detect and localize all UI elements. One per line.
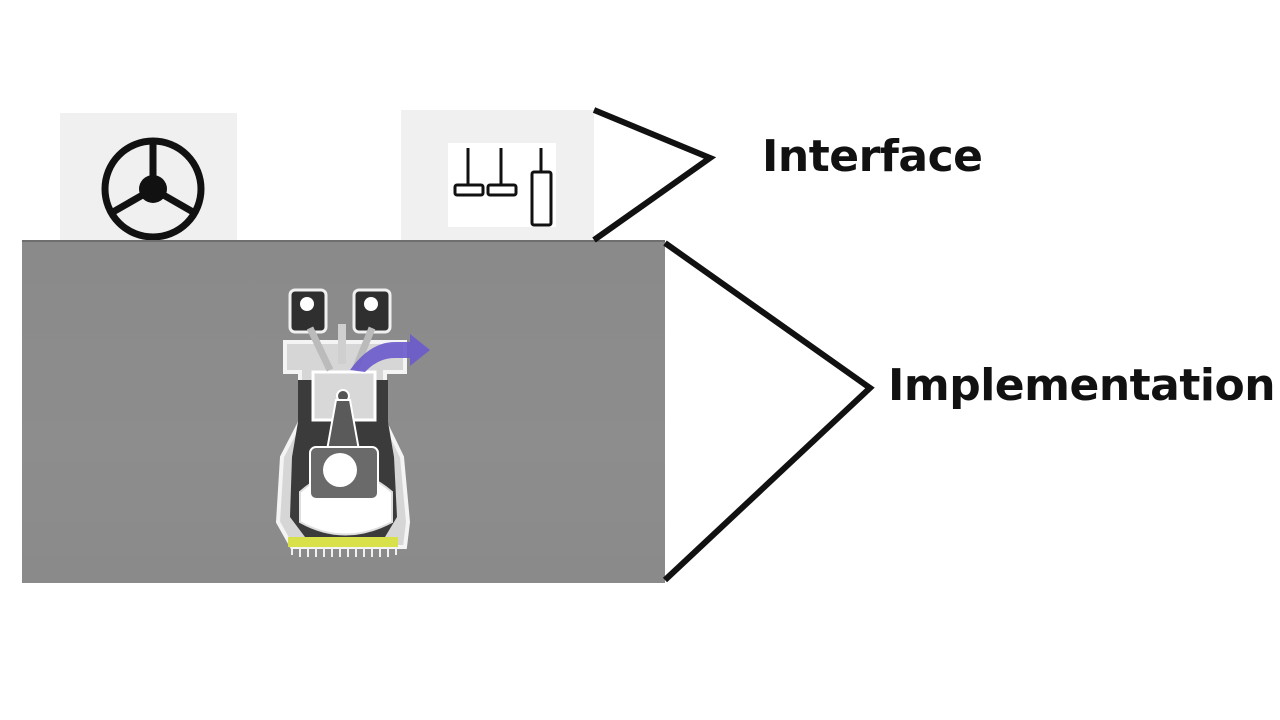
steering-wheel-card bbox=[60, 113, 237, 241]
pedals-card bbox=[401, 110, 594, 240]
steering-wheel-icon bbox=[101, 137, 205, 241]
implementation-label: Implementation bbox=[888, 360, 1276, 411]
interface-bracket bbox=[592, 107, 717, 243]
engine-cutaway-icon bbox=[275, 288, 430, 557]
car-pedals-icon bbox=[448, 143, 556, 227]
interface-label: Interface bbox=[762, 131, 983, 182]
implementation-box bbox=[22, 240, 665, 583]
implementation-bracket bbox=[662, 240, 875, 583]
